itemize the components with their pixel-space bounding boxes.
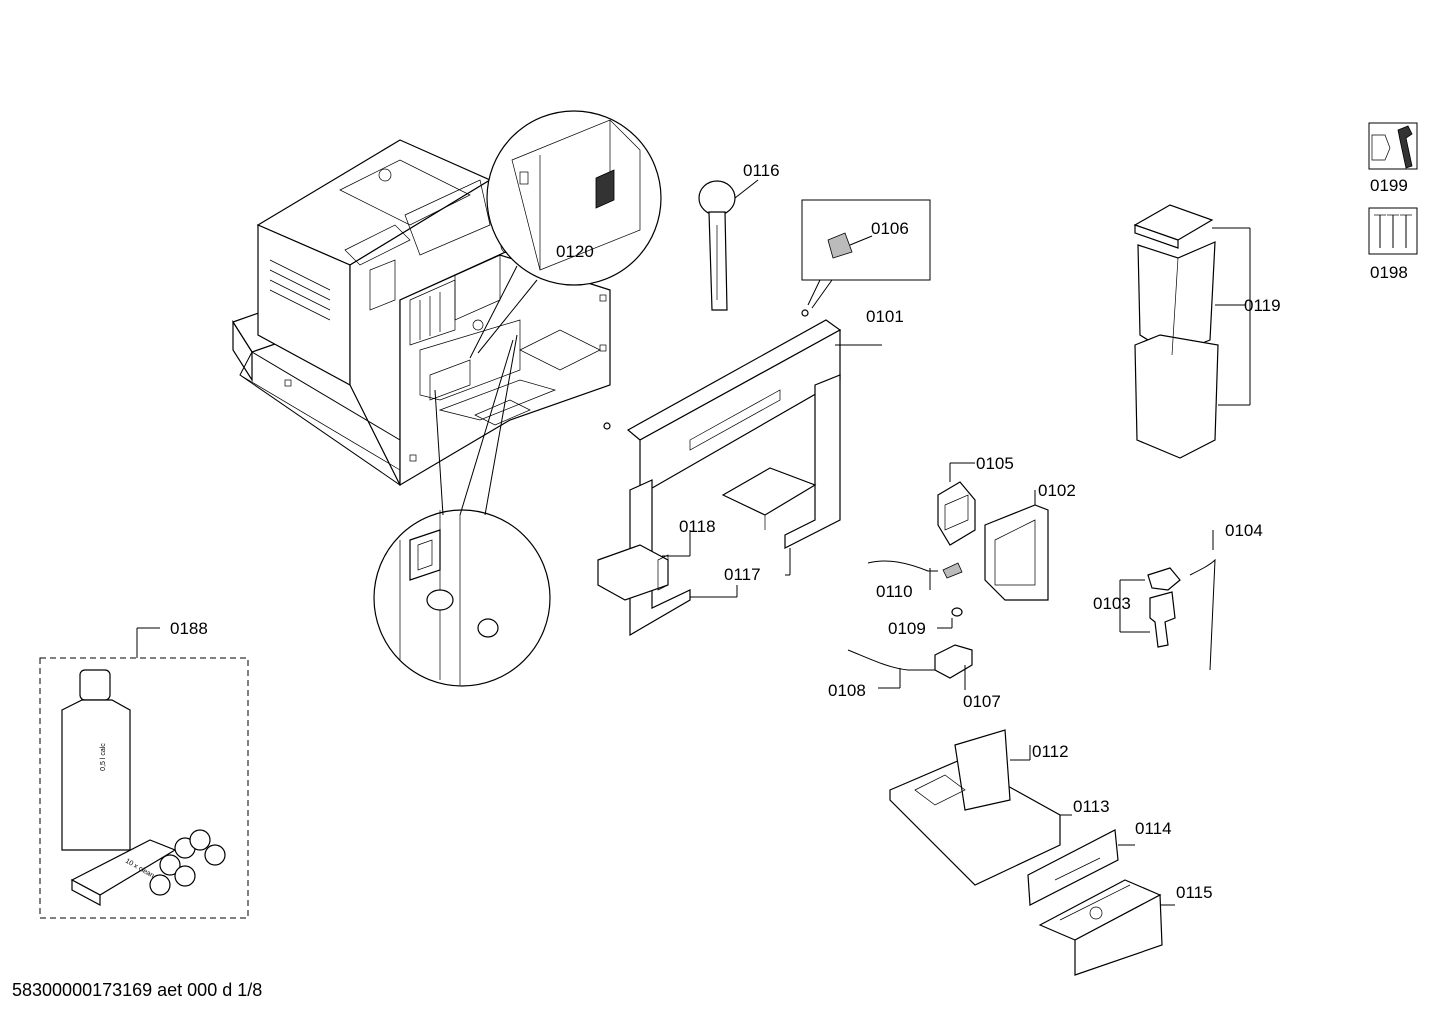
part-label-0106: 0106 (871, 219, 909, 238)
part-label-0104: 0104 (1225, 521, 1263, 540)
parts-0105-0102 (867, 462, 1049, 629)
appliance-housing (232, 139, 611, 487)
bottle-label: 0,5 l calc (100, 743, 107, 771)
part-label-0114: 0114 (1135, 819, 1172, 838)
part-label-0102: 0102 (1038, 481, 1076, 500)
part-label-0116: 0116 (743, 161, 780, 180)
part-label-0199: 0199 (1370, 176, 1408, 195)
parts-0103-0104 (1119, 530, 1216, 671)
part-label-0112: 0112 (1032, 742, 1069, 761)
part-label-0118: 0118 (679, 517, 716, 536)
detail-callout-top (469, 110, 662, 359)
part-label-0120: 0120 (556, 242, 594, 261)
part-label-0107: 0107 (963, 692, 1001, 711)
clip-detail-0106 (801, 199, 931, 317)
detail-callout-bottom (373, 334, 551, 687)
care-kit-0188 (39, 627, 249, 919)
parts-0107-0108 (847, 644, 973, 690)
part-label-0119: 0119 (1244, 296, 1281, 315)
part-label-0110: 0110 (876, 582, 913, 601)
part-label-0101: 0101 (866, 307, 904, 326)
water-tank-0119 (1133, 204, 1251, 459)
part-label-0103: 0103 (1093, 594, 1131, 613)
part-label-0188: 0188 (170, 619, 208, 638)
part-label-0109: 0109 (888, 619, 926, 638)
measuring-spoon-0116 (698, 179, 759, 311)
drip-tray-assembly (889, 729, 1175, 976)
front-panel-0101 (603, 319, 882, 497)
part-label-0117: 0117 (724, 565, 761, 584)
part-labels: 0116 0106 0120 0101 0119 0199 0198 0105 0102 0104… (170, 161, 1408, 902)
part-label-0113: 0113 (1073, 797, 1110, 816)
part-label-0115: 0115 (1176, 883, 1213, 902)
frame-parts-0117-0118 (597, 374, 841, 637)
part-label-0105: 0105 (976, 454, 1014, 473)
tool-icon-0199 (1368, 122, 1418, 170)
part-label-0108: 0108 (828, 681, 866, 700)
part-label-0198: 0198 (1370, 263, 1408, 282)
document-footer: 58300000173169 aet 000 d 1/8 (12, 980, 263, 1000)
screw-icon-0198 (1368, 207, 1418, 255)
